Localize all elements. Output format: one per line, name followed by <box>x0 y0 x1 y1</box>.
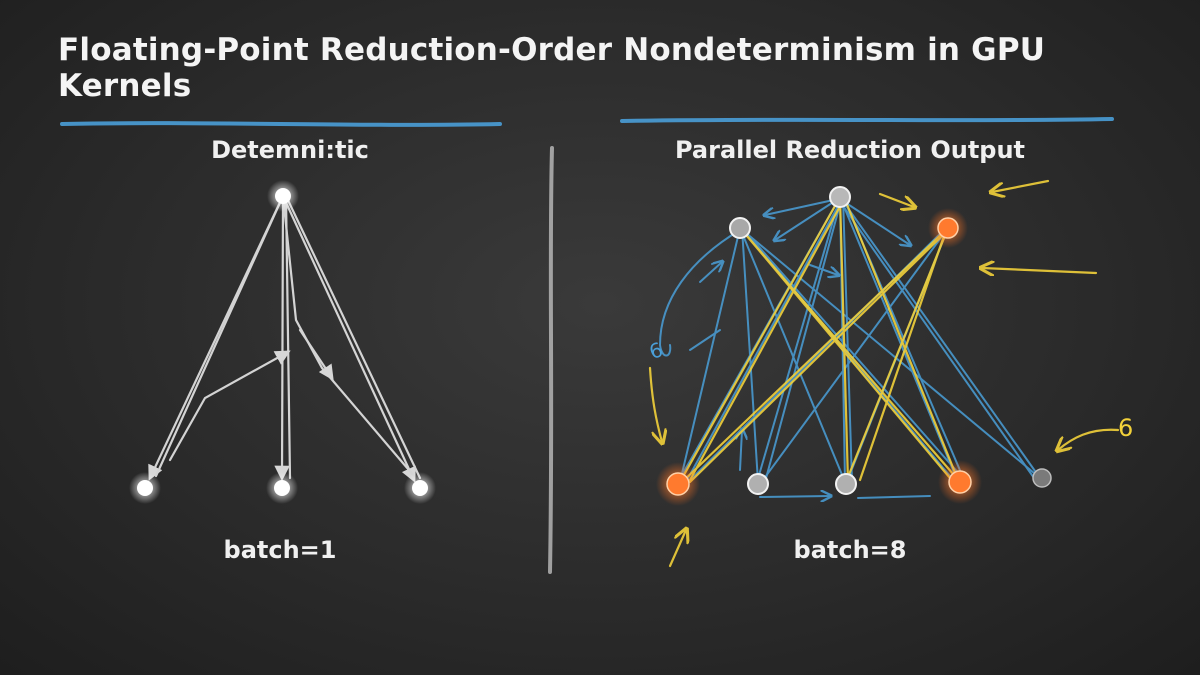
right-orange-node-left <box>666 472 690 496</box>
left-leaf-node-1 <box>137 480 153 496</box>
yellow-arrow-3 <box>878 192 914 207</box>
right-panel-caption: batch=8 <box>793 536 907 564</box>
yellow-arrow-1 <box>992 179 1050 192</box>
right-root-node <box>829 186 851 208</box>
left-edge-6 <box>298 328 334 381</box>
left-underline <box>60 121 502 127</box>
left-nodes <box>129 180 436 504</box>
yellow-arrow-5 <box>668 530 686 568</box>
left-edge-2b <box>284 194 292 480</box>
right-blue-edges <box>658 196 1041 498</box>
left-leaf-node-2 <box>274 480 290 496</box>
right-gray-node-bottom-3 <box>1032 468 1052 488</box>
right-underline <box>620 117 1114 123</box>
right-gray-node-upper-left <box>729 217 751 239</box>
right-nodes <box>656 186 1052 506</box>
left-root-node <box>275 188 291 204</box>
yellow-arrow-2 <box>982 268 1098 273</box>
left-leaf-node-3 <box>412 480 428 496</box>
right-orange-node-right <box>948 470 972 494</box>
right-gray-node-bottom-1 <box>747 473 769 495</box>
right-panel-heading: Parallel Reduction Output <box>674 136 1026 164</box>
left-edge-3 <box>281 194 416 483</box>
left-edge-3b <box>284 194 422 480</box>
annotation-six-yellow: 6 <box>1118 414 1133 442</box>
panel-divider <box>548 146 554 574</box>
left-panel-heading: Detemni:tic <box>211 136 369 164</box>
annotation-six-blue: 6 <box>646 337 666 364</box>
left-edge-5 <box>168 350 291 462</box>
yellow-arrow-6 <box>1058 428 1120 450</box>
yellow-arrow-4 <box>648 366 662 442</box>
left-edge-1b <box>154 194 285 478</box>
right-gray-node-bottom-2 <box>835 473 857 495</box>
left-panel-caption: batch=1 <box>223 536 337 564</box>
diagram-title: Floating-Point Reduction-Order Nondeterm… <box>58 32 1046 104</box>
left-tree <box>148 194 422 483</box>
right-orange-node-top <box>937 217 959 239</box>
right-yellow-edges <box>648 179 1120 568</box>
left-edge-2 <box>274 194 290 482</box>
